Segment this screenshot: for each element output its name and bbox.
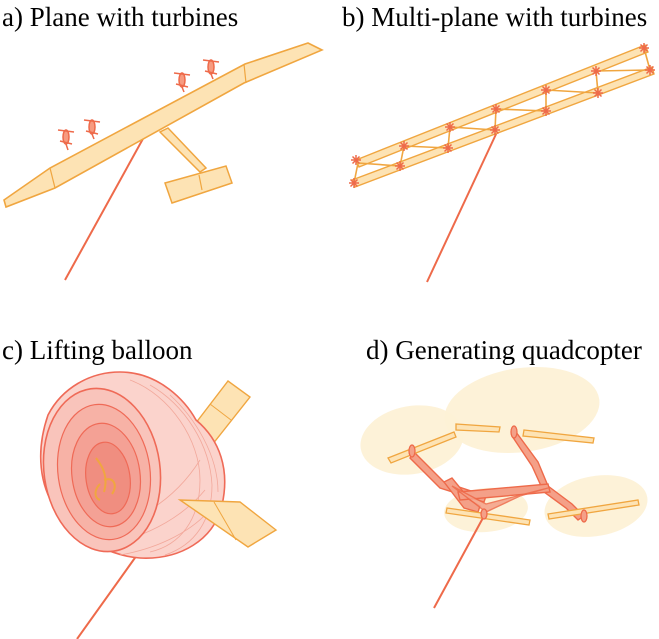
turbine-a3 (173, 72, 191, 93)
panel-a-caption: a) Plane with turbines (2, 2, 239, 32)
hub-3 (480, 508, 488, 520)
rotor-blade-3 (445, 507, 531, 526)
quadcopter-illustration (360, 367, 648, 609)
hub-4 (580, 509, 588, 523)
turbine-a1 (57, 129, 75, 151)
main-wing (3, 42, 324, 209)
turbine-b2 (349, 178, 359, 188)
hub-1 (408, 444, 416, 458)
rotor-blades (387, 423, 640, 526)
wing-panel-line-left (49, 167, 56, 189)
panel-b-caption: b) Multi-plane with turbines (342, 2, 648, 32)
turbines-b (349, 43, 655, 188)
turbine-b7 (491, 104, 501, 114)
tether-line-c (76, 554, 138, 639)
rotor-blade-2 (455, 423, 501, 433)
turbine-b12 (593, 88, 603, 98)
turbine-b14 (645, 65, 655, 75)
turbine-b6 (443, 143, 453, 153)
multi-plane-illustration (349, 43, 655, 283)
tether-line-d (433, 515, 485, 609)
turbine-b9 (541, 85, 551, 95)
turbine-a2 (83, 119, 101, 140)
rotor-blade-2b (522, 429, 595, 444)
wing-panel-line-right (243, 63, 247, 84)
balloon-inner-turbine (94, 457, 116, 501)
tether-line-b (426, 131, 498, 283)
turbine-b13 (639, 43, 649, 53)
turbine-b1 (351, 155, 361, 165)
rotor-blade-1 (387, 431, 457, 464)
quadcopter-frame (409, 430, 586, 521)
tether-line-a (64, 116, 156, 281)
rotor-hubs (408, 425, 588, 523)
turbine-b3 (399, 141, 409, 151)
turbine-a4 (202, 59, 220, 80)
hub-2 (510, 425, 518, 439)
panel-c-caption: c) Lifting balloon (2, 335, 193, 365)
rotor-disc-1 (360, 405, 464, 475)
plane-with-turbines-illustration (3, 42, 324, 281)
balloon-lower-wing (177, 499, 278, 548)
rotor-blade-4 (547, 499, 640, 520)
tailplane (164, 165, 233, 204)
turbine-b8 (490, 125, 500, 135)
upper-wing (355, 44, 649, 168)
tail-boom (158, 127, 208, 173)
panel-d-caption: d) Generating quadcopter (366, 335, 642, 365)
turbine-b11 (591, 66, 601, 76)
turbine-b5 (445, 122, 455, 132)
lifting-balloon-illustration (39, 371, 278, 639)
turbine-b4 (395, 161, 405, 171)
turbine-b10 (541, 106, 551, 116)
